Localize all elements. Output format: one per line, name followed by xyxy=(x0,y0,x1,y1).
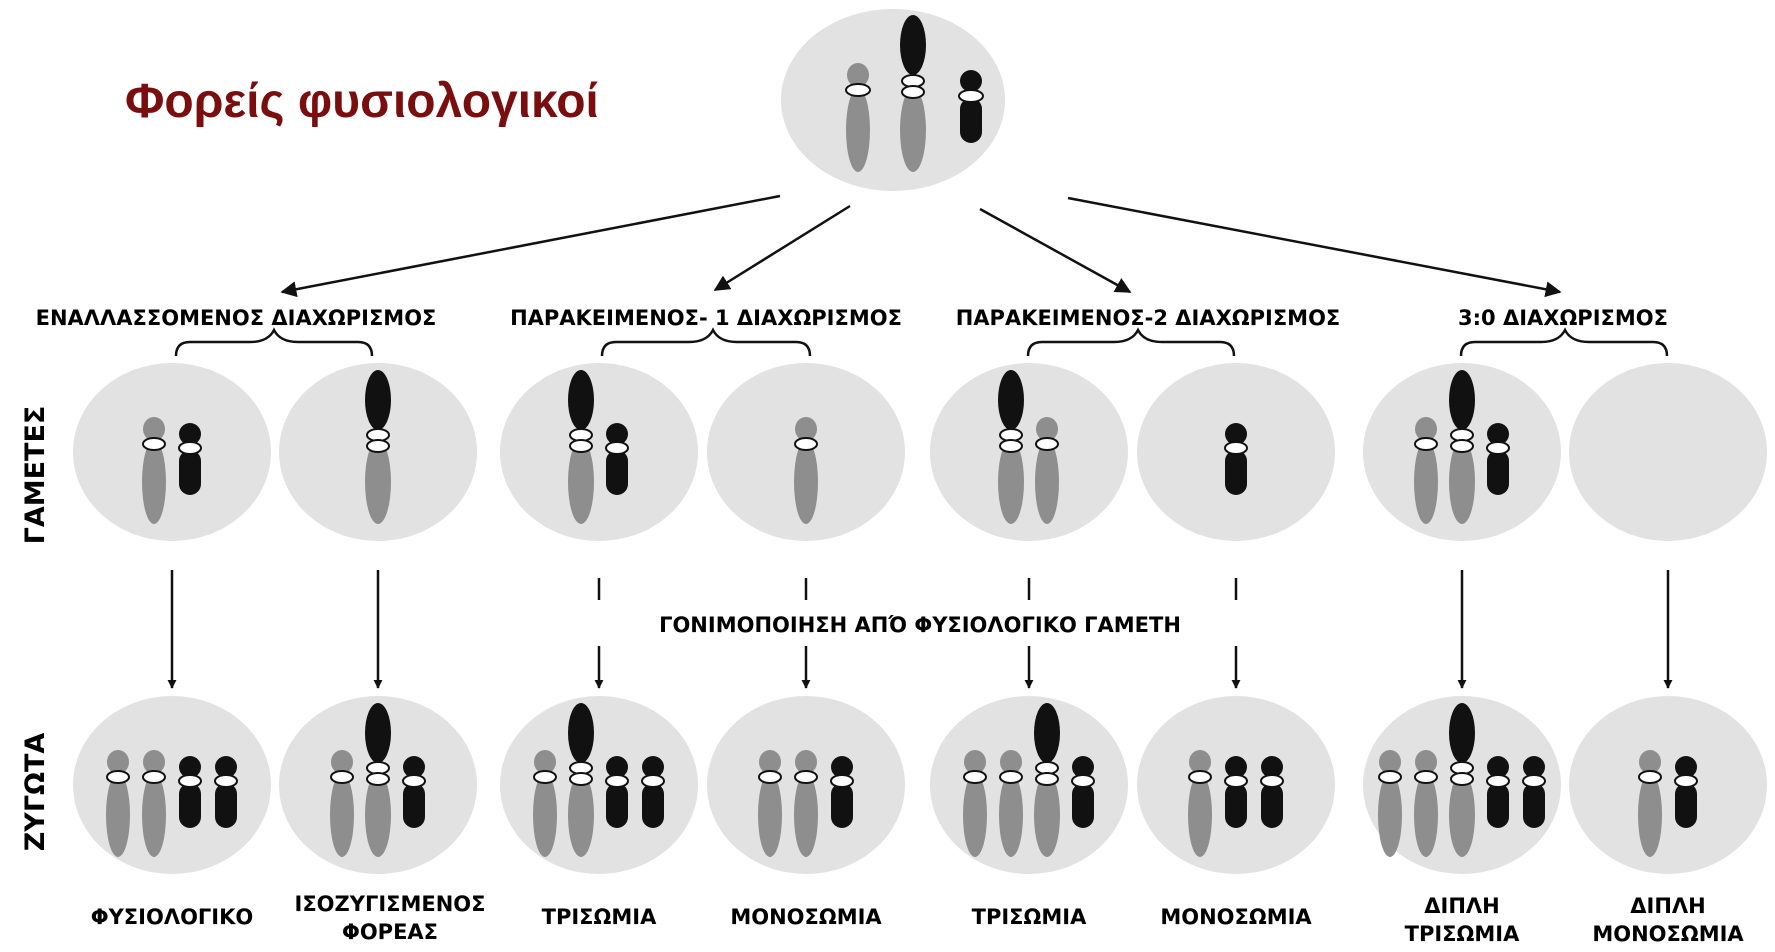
gamete-cell xyxy=(1569,363,1767,541)
row-label-gametes: ΓΑΜΕΤΕΣ xyxy=(20,406,51,545)
chromosome-translocation-long xyxy=(998,370,1024,524)
segregation-label: ΠΑΡΑΚΕΙΜΕΝΟΣ- 1 ΔΙΑΧΩΡΙΣΜΟΣ xyxy=(510,306,902,330)
row-label-zygotes: ΖΥΓΩΤΑ xyxy=(20,733,51,852)
brace-icon xyxy=(1028,330,1234,356)
zygote-cell xyxy=(1569,696,1767,874)
chromosome-gray-small xyxy=(142,750,166,857)
chromosome-gray-small xyxy=(794,417,818,524)
chromosome-black-small xyxy=(606,423,628,495)
chromosome-gray-small xyxy=(1414,750,1438,857)
outcome-label: ΙΣΟΖΥΓΙΣΜΕΝΟΣ xyxy=(295,892,486,916)
chromosome-black-small xyxy=(403,756,425,828)
gamete-cell xyxy=(1363,363,1561,541)
outcome-label: ΜΟΝΟΣΩΜΙΑ xyxy=(1160,905,1312,929)
chromosome-translocation-long xyxy=(365,703,391,857)
chromosome-translocation-long xyxy=(900,15,926,172)
chromosome-gray-small xyxy=(1414,417,1438,524)
chromosome-black-small xyxy=(1523,756,1545,828)
outcome-label-line2: ΦΟΡΕΑΣ xyxy=(342,920,438,944)
gamete-cell xyxy=(707,363,905,541)
gamete-row xyxy=(73,363,1767,541)
chromosome-gray-small xyxy=(1188,750,1212,857)
chromosome-translocation-long xyxy=(568,703,594,857)
parent-cell xyxy=(781,9,1005,191)
segregation-label: 3:0 ΔΙΑΧΩΡΙΣΜΟΣ xyxy=(1458,306,1668,330)
top-arrows xyxy=(282,196,1560,292)
chromosome-black-small xyxy=(959,70,983,143)
chromosome-translocation-long xyxy=(568,370,594,524)
arrow-icon xyxy=(980,209,1130,292)
chromosome-black-small xyxy=(1072,756,1094,828)
chromosome-gray-small xyxy=(963,750,987,857)
outcome-labels: ΦΥΣΙΟΛΟΓΙΚΟ ΙΣΟΖΥΓΙΣΜΕΝΟΣ ΦΟΡΕΑΣ ΤΡΙΣΩΜΙ… xyxy=(91,892,1745,946)
zygote-cell xyxy=(1137,696,1335,874)
arrow-icon xyxy=(1068,198,1560,292)
arrow-icon xyxy=(282,196,780,292)
segregation-labels: ΕΝΑΛΛΑΣΣΟΜΕΝΟΣ ΔΙΑΧΩΡΙΣΜΟΣ ΠΑΡΑΚΕΙΜΕΝΟΣ-… xyxy=(36,306,1668,330)
zygote-cell xyxy=(500,696,698,874)
outcome-label-line2: ΜΟΝΟΣΩΜΙΑ xyxy=(1592,922,1744,946)
outcome-label: ΤΡΙΣΩΜΙΑ xyxy=(542,905,657,929)
chromosome-black-small xyxy=(1261,756,1283,828)
outcome-label: ΔΙΠΛΗ xyxy=(1630,894,1705,918)
chromosome-translocation-long xyxy=(365,370,391,524)
gamete-cell xyxy=(500,363,698,541)
gamete-cell xyxy=(279,363,477,541)
chromosome-black-small xyxy=(179,756,201,828)
chromosome-gray-small xyxy=(758,750,782,857)
outcome-label: ΤΡΙΣΩΜΙΑ xyxy=(972,905,1087,929)
zygote-cell xyxy=(930,696,1128,874)
brace-icon xyxy=(1461,330,1667,356)
gamete-cell xyxy=(930,363,1128,541)
outcome-label: ΦΥΣΙΟΛΟΓΙΚΟ xyxy=(91,905,254,929)
zygote-cell xyxy=(707,696,905,874)
gamete-cell xyxy=(73,363,271,541)
chromosome-gray-small xyxy=(330,750,354,857)
zygote-row xyxy=(73,696,1767,874)
chromosome-black-small xyxy=(1487,756,1509,828)
chromosome-translocation-long xyxy=(1449,703,1475,857)
chromosome-gray-small xyxy=(106,750,130,857)
chromosome-translocation-long xyxy=(1449,370,1475,524)
chromosome-black-small xyxy=(1675,756,1697,828)
chromosome-gray-small xyxy=(142,417,166,524)
chromosome-black-small xyxy=(642,756,664,828)
chromosome-black-small xyxy=(1225,756,1247,828)
chromosome-gray-small xyxy=(1035,417,1059,524)
chromosome-gray-small xyxy=(999,750,1023,857)
fertilization-label: ΓΟΝΙΜΟΠΟΙΗΣΗ ΑΠΌ ΦΥΣΙΟΛΟΓΙΚΟ ΓΑΜΕΤΗ xyxy=(659,613,1181,637)
outcome-label: ΔΙΠΛΗ xyxy=(1424,894,1499,918)
outcome-label: ΜΟΝΟΣΩΜΙΑ xyxy=(730,905,882,929)
segregation-label: ΕΝΑΛΛΑΣΣΟΜΕΝΟΣ ΔΙΑΧΩΡΙΣΜΟΣ xyxy=(36,306,437,330)
chromosome-gray-small xyxy=(533,750,557,857)
chromosome-black-small xyxy=(215,756,237,828)
braces xyxy=(176,330,1667,356)
arrow-icon xyxy=(715,206,850,290)
chromosome-black-small xyxy=(179,423,201,495)
chromosome-gray-small xyxy=(794,750,818,857)
chromosome-translocation-long xyxy=(1034,703,1060,857)
zygote-cell xyxy=(73,696,271,874)
chromosome-gray-small xyxy=(1378,750,1402,857)
chromosome-gray-small xyxy=(1638,750,1662,857)
segregation-label: ΠΑΡΑΚΕΙΜΕΝΟΣ-2 ΔΙΑΧΩΡΙΣΜΟΣ xyxy=(956,306,1341,330)
page-title: Φορείς φυσιολογικοί xyxy=(125,75,599,128)
chromosome-black-small xyxy=(1225,423,1247,495)
chromosome-black-small xyxy=(1487,423,1509,495)
gamete-cell xyxy=(1137,363,1335,541)
zygote-cell xyxy=(1363,696,1561,874)
chromosome-black-small xyxy=(831,756,853,828)
chromosome-black-small xyxy=(606,756,628,828)
chromosome-gray-small xyxy=(846,63,870,172)
outcome-label-line2: ΤΡΙΣΩΜΙΑ xyxy=(1405,922,1520,946)
zygote-cell xyxy=(279,696,477,874)
brace-icon xyxy=(602,330,810,356)
brace-icon xyxy=(176,330,372,356)
